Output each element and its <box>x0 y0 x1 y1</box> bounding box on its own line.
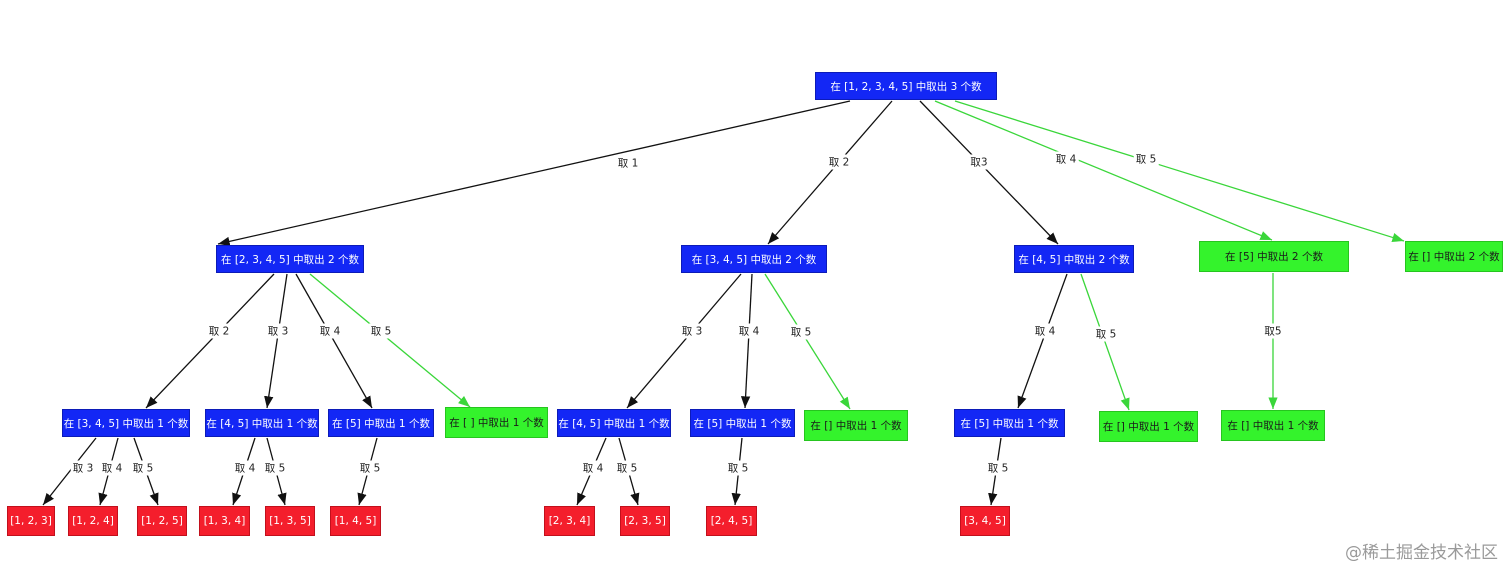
tree-node-b6: 在 [5] 中取出 1 个数 <box>690 409 795 437</box>
edge-label-a2_b6: 取 4 <box>736 323 762 339</box>
edge-label-b5_r8: 取 5 <box>614 460 640 476</box>
edge-root_a4 <box>934 100 1273 241</box>
tree-node-b4: 在 [ ] 中取出 1 个数 <box>445 407 548 438</box>
tree-node-b2: 在 [4, 5] 中取出 1 个数 <box>205 409 319 437</box>
edge-a3_b9 <box>1080 273 1130 411</box>
result-node-r10: [3, 4, 5] <box>960 506 1010 536</box>
edge-a3_b8 <box>1017 273 1068 409</box>
edge-a2_b6 <box>740 273 753 409</box>
edge-root_a5 <box>954 100 1405 242</box>
result-node-r2: [1, 2, 4] <box>68 506 118 536</box>
result-node-r8: [2, 3, 5] <box>620 506 670 536</box>
result-node-root: 在 [1, 2, 3, 4, 5] 中取出 3 个数 <box>815 72 997 100</box>
edge-label-a4_b10: 取5 <box>1262 323 1284 339</box>
edge-label-b6_r9: 取 5 <box>725 460 751 476</box>
edge-label-b3_r6: 取 5 <box>357 460 383 476</box>
result-node-r7: [2, 3, 4] <box>544 506 595 536</box>
edge-label-root_a4: 取 4 <box>1053 151 1079 167</box>
edge-label-root_a5: 取 5 <box>1133 151 1159 167</box>
edge-label-a1_b2: 取 3 <box>265 323 291 339</box>
edge-label-root_a1: 取 1 <box>615 155 641 171</box>
result-node-r5: [1, 3, 5] <box>265 506 315 536</box>
edge-a1_b2 <box>264 273 288 409</box>
tree-node-b7: 在 [] 中取出 1 个数 <box>804 410 908 441</box>
edge-a2_b5 <box>626 273 742 409</box>
edge-label-root_a2: 取 2 <box>826 154 852 170</box>
edge-label-a1_b3: 取 4 <box>317 323 343 339</box>
edge-label-b5_r7: 取 4 <box>580 460 606 476</box>
edge-root_a2 <box>767 100 893 245</box>
tree-node-b10: 在 [] 中取出 1 个数 <box>1221 410 1325 441</box>
tree-node-b8: 在 [5] 中取出 1 个数 <box>954 409 1065 437</box>
tree-node-a3: 在 [4, 5] 中取出 2 个数 <box>1014 245 1134 273</box>
edge-label-a3_b9: 取 5 <box>1093 326 1119 342</box>
edge-root_a1 <box>217 100 851 246</box>
edge-label-b2_r4: 取 4 <box>232 460 258 476</box>
tree-node-b1: 在 [3, 4, 5] 中取出 1 个数 <box>62 409 190 437</box>
result-node-r4: [1, 3, 4] <box>199 506 250 536</box>
tree-node-b5: 在 [4, 5] 中取出 1 个数 <box>557 409 671 437</box>
edge-label-b2_r5: 取 5 <box>262 460 288 476</box>
edge-a1_b1 <box>145 273 275 409</box>
tree-node-a1: 在 [2, 3, 4, 5] 中取出 2 个数 <box>216 245 364 273</box>
edge-label-root_a3: 取3 <box>968 154 990 170</box>
edge-a2_b7 <box>764 273 851 410</box>
edge-label-b1_r2: 取 4 <box>99 460 125 476</box>
edge-label-b8_r10: 取 5 <box>985 460 1011 476</box>
edge-a1_b3 <box>295 273 373 409</box>
edge-label-a2_b5: 取 3 <box>679 323 705 339</box>
tree-node-a2: 在 [3, 4, 5] 中取出 2 个数 <box>681 245 827 273</box>
tree-node-b3: 在 [5] 中取出 1 个数 <box>328 409 434 437</box>
result-node-r9: [2, 4, 5] <box>706 506 757 536</box>
result-node-r3: [1, 2, 5] <box>137 506 187 536</box>
tree-node-a4: 在 [5] 中取出 2 个数 <box>1199 241 1349 272</box>
edge-label-a3_b8: 取 4 <box>1032 323 1058 339</box>
edge-label-b1_r3: 取 5 <box>130 460 156 476</box>
edge-label-a1_b4: 取 5 <box>368 323 394 339</box>
edge-label-a2_b7: 取 5 <box>788 324 814 340</box>
edge-label-a1_b1: 取 2 <box>206 323 232 339</box>
edge-a1_b4 <box>309 273 471 408</box>
edge-root_a3 <box>919 100 1059 245</box>
result-node-r1: [1, 2, 3] <box>7 506 55 536</box>
edge-label-b1_r1: 取 3 <box>70 460 96 476</box>
watermark: @稀土掘金技术社区 <box>1345 543 1498 563</box>
result-node-r6: [1, 4, 5] <box>330 506 381 536</box>
edge-b1_r1 <box>42 437 97 506</box>
tree-node-a5: 在 [] 中取出 2 个数 <box>1405 241 1503 272</box>
tree-node-b9: 在 [] 中取出 1 个数 <box>1099 411 1198 442</box>
